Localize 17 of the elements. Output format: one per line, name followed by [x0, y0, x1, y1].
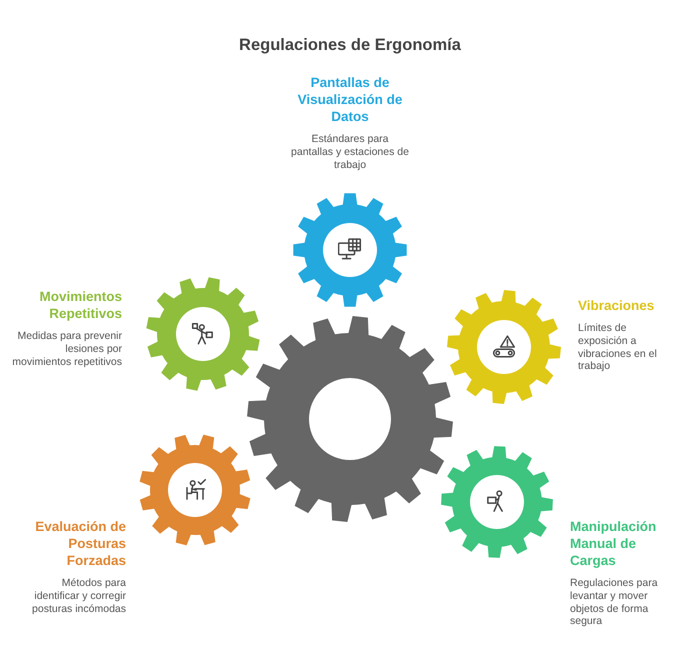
topic-description: Medidas para prevenir lesiones por movimientos repetitivos: [12, 330, 122, 368]
diagram-title: Regulaciones de Ergonomía: [239, 36, 461, 55]
gear: [247, 316, 453, 522]
topic-description: Límites de exposición a vibraciones en el trabajo: [578, 322, 658, 374]
gear: [293, 193, 407, 307]
topic-heading: Pantallas de Visualización de Datos: [296, 74, 404, 125]
topic-heading: Manipulación Manual de Cargas: [570, 518, 658, 569]
gear: [139, 434, 251, 546]
gear: [447, 290, 561, 404]
topic-heading: Vibraciones: [578, 297, 654, 314]
topic-description: Métodos para identificar y corregir posturas incómodas: [31, 577, 126, 616]
topic-heading: Evaluación de Posturas Forzadas: [34, 518, 126, 569]
topic-description: Estándares para pantallas y estaciones de trabajo: [290, 133, 410, 172]
gear: [441, 446, 553, 558]
gear: [146, 277, 260, 391]
topic-description: Regulaciones para levantar y mover objetos de forma segura: [570, 577, 659, 628]
topic-heading: Movimientos Repetitivos: [38, 288, 122, 322]
